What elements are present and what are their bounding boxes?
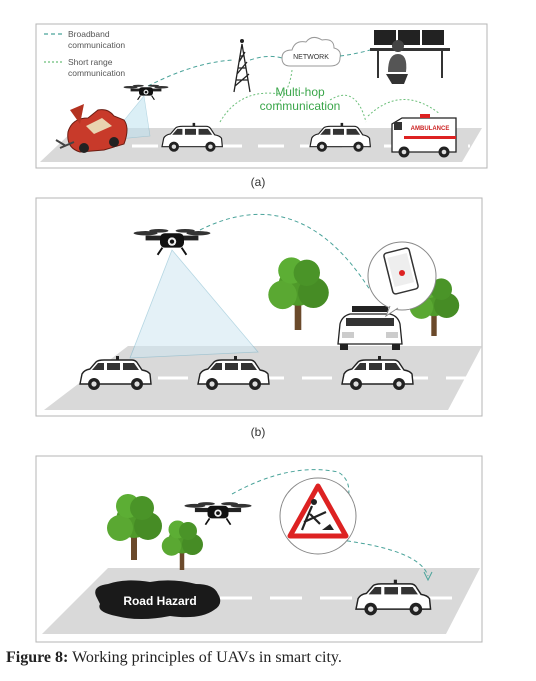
panel-b — [35, 197, 483, 417]
road-hazard-label: Road Hazard — [123, 594, 196, 608]
drone-to-police-link — [199, 213, 371, 291]
caption-text: Working principles of UAVs in smart city… — [68, 649, 342, 666]
panel-a-label: (a) — [251, 175, 266, 189]
legend-short-label: Short range — [68, 57, 113, 67]
panel-b-label: (b) — [251, 425, 266, 439]
ambulance-icon — [391, 114, 457, 158]
network-label: NETWORK — [293, 54, 329, 61]
arrow-head-icon — [423, 571, 433, 582]
legend-broadband-label-2: communication — [68, 40, 125, 50]
police-car-icon — [337, 306, 403, 350]
figure-caption: Figure 8: Working principles of UAVs in … — [6, 649, 342, 667]
drone-to-car-link — [231, 469, 429, 577]
drone-b-camera-cone — [129, 249, 259, 359]
control-center-icon — [370, 30, 450, 84]
legend-broadband-label: Broadband — [68, 29, 110, 39]
tablet-bubble-icon — [367, 241, 437, 318]
legend-short-label-2: communication — [68, 68, 125, 78]
panel-a: Broadband communication Short range comm… — [35, 23, 488, 169]
ambulance-label: AMBULANCE — [411, 126, 450, 132]
cell-tower-icon — [233, 39, 251, 93]
road-hazard-blob — [95, 580, 221, 619]
multihop-label-2: communication — [260, 99, 341, 113]
broadband-links — [147, 49, 371, 87]
network-cloud-icon — [281, 36, 341, 67]
multihop-links — [219, 69, 441, 123]
multihop-label-1: Multi-hop — [275, 85, 325, 99]
panel-c: Road Hazard — [35, 455, 483, 643]
crashed-car-icon — [55, 104, 128, 153]
road-work-sign-icon — [279, 477, 357, 555]
caption-prefix: Figure 8: — [6, 649, 69, 666]
